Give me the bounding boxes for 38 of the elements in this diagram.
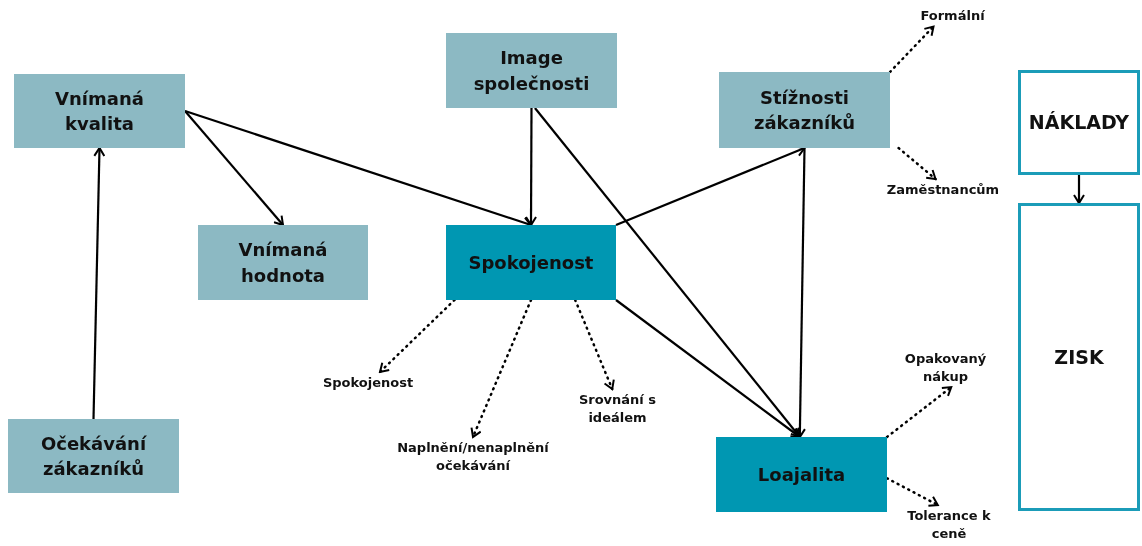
arrow xyxy=(525,108,538,226)
process-box xyxy=(716,437,887,512)
process-box xyxy=(8,419,179,493)
arrow xyxy=(793,148,806,438)
process-box xyxy=(719,72,890,148)
annotation-text: Tolerance k ceně xyxy=(893,505,1005,545)
dotted-arrow xyxy=(897,146,937,181)
box-label: ZISK xyxy=(1053,344,1105,370)
box-label: NÁKLADY xyxy=(1027,110,1131,136)
box-label: Image společnosti xyxy=(472,46,591,96)
arrow xyxy=(534,107,801,438)
process-box xyxy=(14,74,185,148)
box-label: Spokojenost xyxy=(467,250,595,275)
process-box xyxy=(446,33,617,108)
arrow xyxy=(1073,175,1085,204)
box-label: Stížnosti zákazníků xyxy=(753,85,856,135)
outlined-box xyxy=(1018,70,1140,175)
arrow xyxy=(615,299,801,438)
arrow xyxy=(184,110,284,226)
process-box xyxy=(446,225,616,300)
annotation-text: Zaměstnancům xyxy=(868,179,1018,201)
box-label: Vnímaná kvalita xyxy=(54,86,145,136)
dotted-arrow xyxy=(378,298,456,374)
process-box xyxy=(198,225,368,300)
annotation-text: Srovnání s ideálem xyxy=(565,389,670,429)
outlined-box xyxy=(1018,203,1140,511)
box-label: Očekávání zákazníků xyxy=(39,431,148,481)
annotation-text: Opakovaný nákup xyxy=(888,348,1003,388)
dotted-arrow xyxy=(470,298,533,439)
arrow xyxy=(92,147,106,420)
dotted-arrow xyxy=(573,298,615,391)
annotation-text: Naplnění/nenaplnění očekávání xyxy=(368,437,578,477)
annotation-text: Formální xyxy=(905,5,1000,27)
dotted-arrow xyxy=(885,385,953,439)
dotted-arrow xyxy=(888,25,935,74)
annotation-text: Spokojenost xyxy=(308,372,428,394)
box-label: Loajalita xyxy=(756,462,847,487)
box-label: Vnímaná hodnota xyxy=(237,238,329,288)
